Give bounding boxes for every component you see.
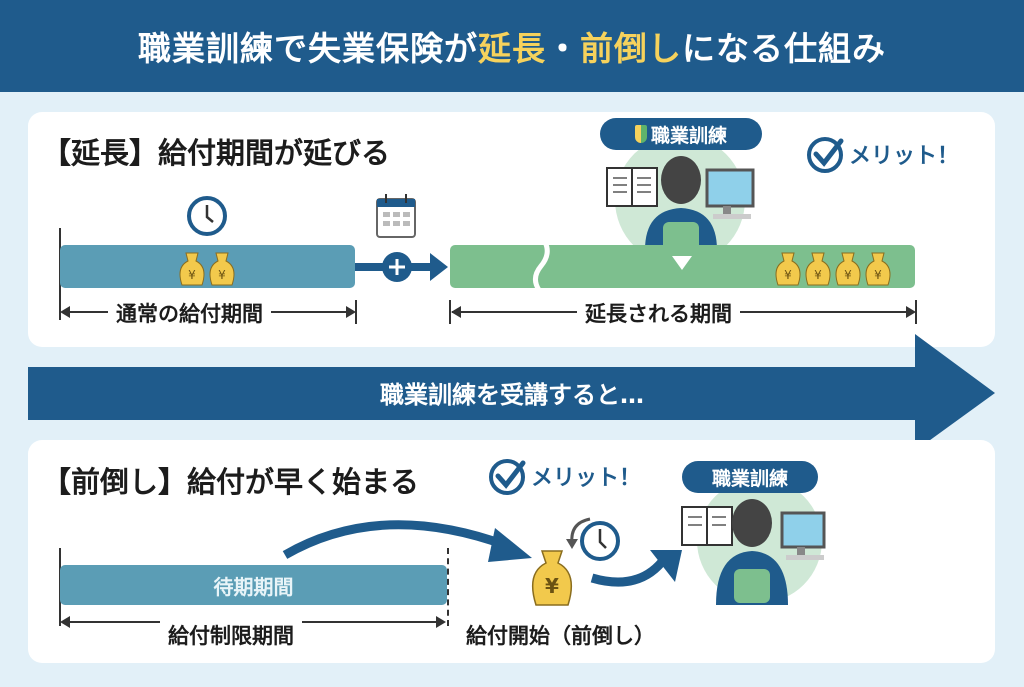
training-badge-label: 職業訓練 xyxy=(711,467,788,490)
clock-icon xyxy=(187,196,227,236)
header-banner: 職業訓練で失業保険が延長・前倒しになる仕組み xyxy=(0,0,1024,92)
training-badge: 職業訓練 xyxy=(682,461,818,493)
svg-text:¥: ¥ xyxy=(844,268,852,282)
title-highlight-advance: 前倒し xyxy=(580,29,682,68)
svg-text:¥: ¥ xyxy=(784,268,792,282)
title-highlight-extension: 延長 xyxy=(478,29,546,68)
beginner-mark-icon xyxy=(634,125,647,143)
title-part: になる仕組み xyxy=(682,29,886,68)
advance-curved-arrows xyxy=(282,520,682,587)
merit-text: メリット！ xyxy=(531,466,642,491)
break-mark-icon xyxy=(533,240,550,292)
check-circle-icon xyxy=(489,459,526,495)
money-bag-clock-icon: ¥ xyxy=(531,517,620,606)
advance-title: 【前倒し】給付が早く始まる xyxy=(42,465,420,499)
normal-period-bar xyxy=(60,245,355,288)
speech-pointer xyxy=(672,256,692,270)
yen-symbol: ¥ xyxy=(545,574,559,598)
end-dashed-tick xyxy=(447,548,449,626)
waiting-period-label: 待期期間 xyxy=(213,574,294,599)
extended-period-label: 延長される期間 xyxy=(577,298,740,328)
yen-symbol: ¥ xyxy=(218,268,226,282)
training-badge: 職業訓練 xyxy=(600,118,762,150)
title-part: 職業訓練で失業保険が xyxy=(138,29,478,68)
transition-arrow xyxy=(28,334,995,451)
merit-label: メリット！ xyxy=(487,456,641,496)
svg-text:¥: ¥ xyxy=(874,268,882,282)
money-bags-icon: ¥ ¥ xyxy=(179,252,235,286)
benefit-start-label: 給付開始（前倒し） xyxy=(466,624,655,648)
svg-text:¥: ¥ xyxy=(814,268,822,282)
restriction-period-label: 給付制限期間 xyxy=(160,620,302,650)
student-at-computer-icon xyxy=(606,156,755,252)
merit-label: メリット！ xyxy=(805,134,959,174)
extension-title: 【延長】給付期間が延びる xyxy=(42,136,391,170)
merit-text: メリット！ xyxy=(849,144,960,169)
calendar-icon xyxy=(376,194,416,238)
student-at-computer-icon xyxy=(681,499,826,605)
title-sep: ・ xyxy=(546,29,580,68)
transition-text: 職業訓練を受講すると… xyxy=(380,381,644,409)
normal-period-label: 通常の給付期間 xyxy=(108,298,271,328)
waiting-period-bar: 待期期間 xyxy=(60,565,447,605)
yen-symbol: ¥ xyxy=(188,268,196,282)
check-circle-icon xyxy=(807,137,844,173)
money-bags-icon: ¥ ¥ ¥ ¥ xyxy=(775,252,891,286)
training-badge-label: 職業訓練 xyxy=(650,124,727,147)
plus-connector-arrow-icon xyxy=(355,252,448,282)
